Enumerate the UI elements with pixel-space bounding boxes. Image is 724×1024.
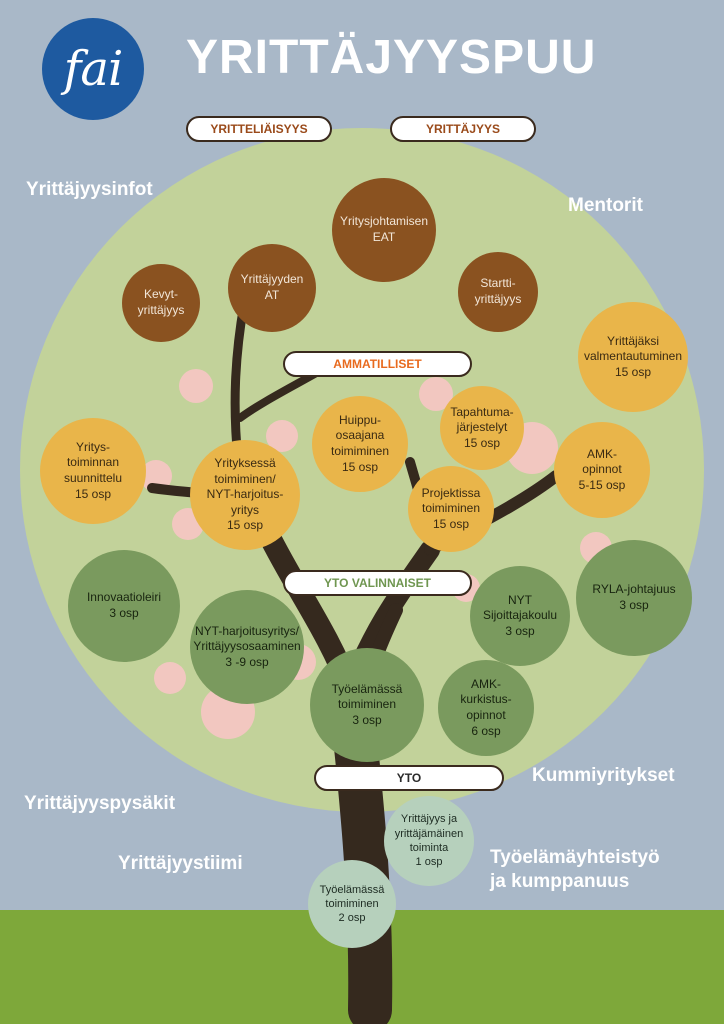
circle-kevytyrittajyys: Kevyt- yrittäjyys: [122, 264, 200, 342]
circle-tyoelamassa-toimiminen-3: Työelämässä toimiminen 3 osp: [310, 648, 424, 762]
label-tyoelamayhteistyo: Työelämäyhteistyö ja kumppanuus: [490, 847, 660, 892]
circle-starttiyrittajyys: Startti- yrittäjyys: [458, 252, 538, 332]
pill-ammatilliset: AMMATILLISET: [283, 351, 472, 377]
circle-amk-opinnot: AMK- opinnot 5-15 osp: [554, 422, 650, 518]
circle-yrittajaksi-valmentautuminen: Yrittäjäksi valmentautuminen 15 osp: [578, 302, 688, 412]
label-mentorit: Mentorit: [568, 195, 643, 216]
circle-projektissa-toimiminen: Projektissa toimiminen 15 osp: [408, 466, 494, 552]
pill-yto: YTO: [314, 765, 504, 791]
circle-amk-kurkistusopinnot: AMK- kurkistus- opinnot 6 osp: [438, 660, 534, 756]
circle-yritystoiminnan-suunnittelu: Yritys- toiminnan suunnittelu 15 osp: [40, 418, 146, 524]
label-yrittajyyspysakit: Yrittäjyyspysäkit: [24, 793, 176, 814]
page-title: YRITTÄJYYSPUU: [186, 31, 597, 84]
label-yrittajyystiimi: Yrittäjyystiimi: [118, 853, 243, 874]
fai-logo: fai: [42, 18, 144, 120]
circle-yrittajyys-ja-yrittajamainen-toiminta: Yrittäjyys ja yrittäjämäinen toiminta 1 …: [384, 796, 474, 886]
circle-yritysjohtamisen-eat: Yritysjohtamisen EAT: [332, 178, 436, 282]
circle-ryla-johtajuus: RYLA-johtajuus 3 osp: [576, 540, 692, 656]
label-kummiyritykset: Kummiyritykset: [532, 765, 675, 786]
circle-nyt-sijoittajakoulu: NYT Sijoittajakoulu 3 osp: [470, 566, 570, 666]
circle-huippuosaajana-toimiminen: Huippu- osaajana toimiminen 15 osp: [312, 396, 408, 492]
pill-yritteliaisyys: YRITTELIÄISYYS: [186, 116, 332, 142]
circle-innovaatioleiri: Innovaatioleiri 3 osp: [68, 550, 180, 662]
label-yrittajyysinfot: Yrittäjyysinfot: [26, 179, 153, 200]
circle-yrityksessa-toimiminen: Yrityksessä toimiminen/ NYT-harjoitus- y…: [190, 440, 300, 550]
pill-yrittajyys: YRITTÄJYYS: [390, 116, 536, 142]
circle-nyt-harjoitusyritys: NYT-harjoitusyritys/ Yrittäjyysosaaminen…: [190, 590, 304, 704]
circle-tapahtumajarjestelyt: Tapahtuma- järjestelyt 15 osp: [440, 386, 524, 470]
pill-yto-valinnaiset: YTO VALINNAISET: [283, 570, 472, 596]
circle-yrittajyyden-at: Yrittäjyyden AT: [228, 244, 316, 332]
circle-tyoelamassa-toimiminen-2: Työelämässä toimiminen 2 osp: [308, 860, 396, 948]
